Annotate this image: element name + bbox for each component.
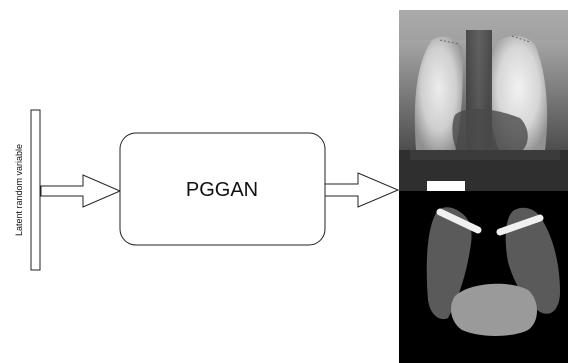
latent-variable-bar	[31, 110, 40, 270]
pggan-label: PGGAN	[186, 179, 258, 201]
xray-image	[399, 10, 568, 191]
segmentation-mask-image	[399, 191, 568, 363]
arrow-pggan-to-outputs	[325, 173, 398, 207]
arrow-latent-to-pggan	[41, 175, 120, 207]
latent-variable-label: Latent random variable	[14, 144, 24, 236]
